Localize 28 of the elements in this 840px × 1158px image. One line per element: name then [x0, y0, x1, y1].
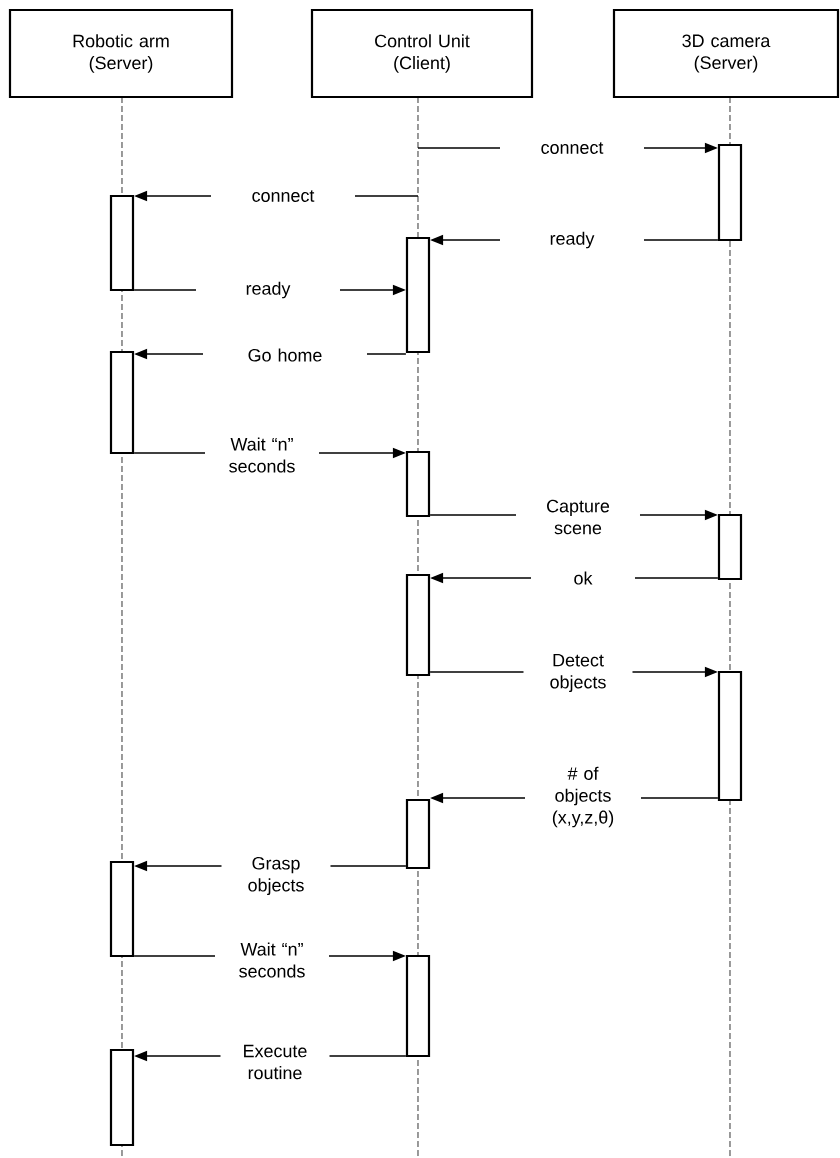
edge-label: Wait “n” seconds	[205, 436, 319, 474]
edge-label: Capture scene	[516, 498, 640, 536]
lifeline-header-box: Control Unit (Client)	[310, 8, 534, 99]
edge-label: ready	[196, 280, 340, 300]
edge-label: connect	[211, 189, 355, 203]
activation-bar	[717, 513, 743, 581]
edge-label: connect	[500, 141, 644, 155]
edge-label: ready	[500, 230, 644, 250]
activation-bar	[405, 954, 431, 1058]
lifeline-header-box: 3D camera (Server)	[612, 8, 840, 99]
activation-bar	[405, 798, 431, 870]
activation-bar	[109, 194, 135, 292]
edge-label: Go home	[203, 347, 367, 363]
activation-bar	[717, 670, 743, 802]
edge-label: ok	[531, 570, 635, 586]
activation-bar	[717, 143, 743, 242]
activation-bar	[405, 450, 431, 518]
activation-bar	[109, 350, 135, 455]
edge-label: Detect objects	[523, 653, 633, 693]
edge-label: Wait “n” seconds	[215, 941, 329, 979]
edge-label: Grasp objects	[221, 855, 331, 897]
activation-bar	[405, 573, 431, 677]
edge-label: # of objects (x,y,z,θ)	[525, 765, 641, 829]
edge-label: Execute routine	[220, 1043, 330, 1081]
activation-bar	[109, 860, 135, 958]
lifeline-header-box: Robotic arm (Server)	[8, 8, 234, 99]
activation-bar	[405, 236, 431, 354]
activation-bar	[109, 1048, 135, 1147]
